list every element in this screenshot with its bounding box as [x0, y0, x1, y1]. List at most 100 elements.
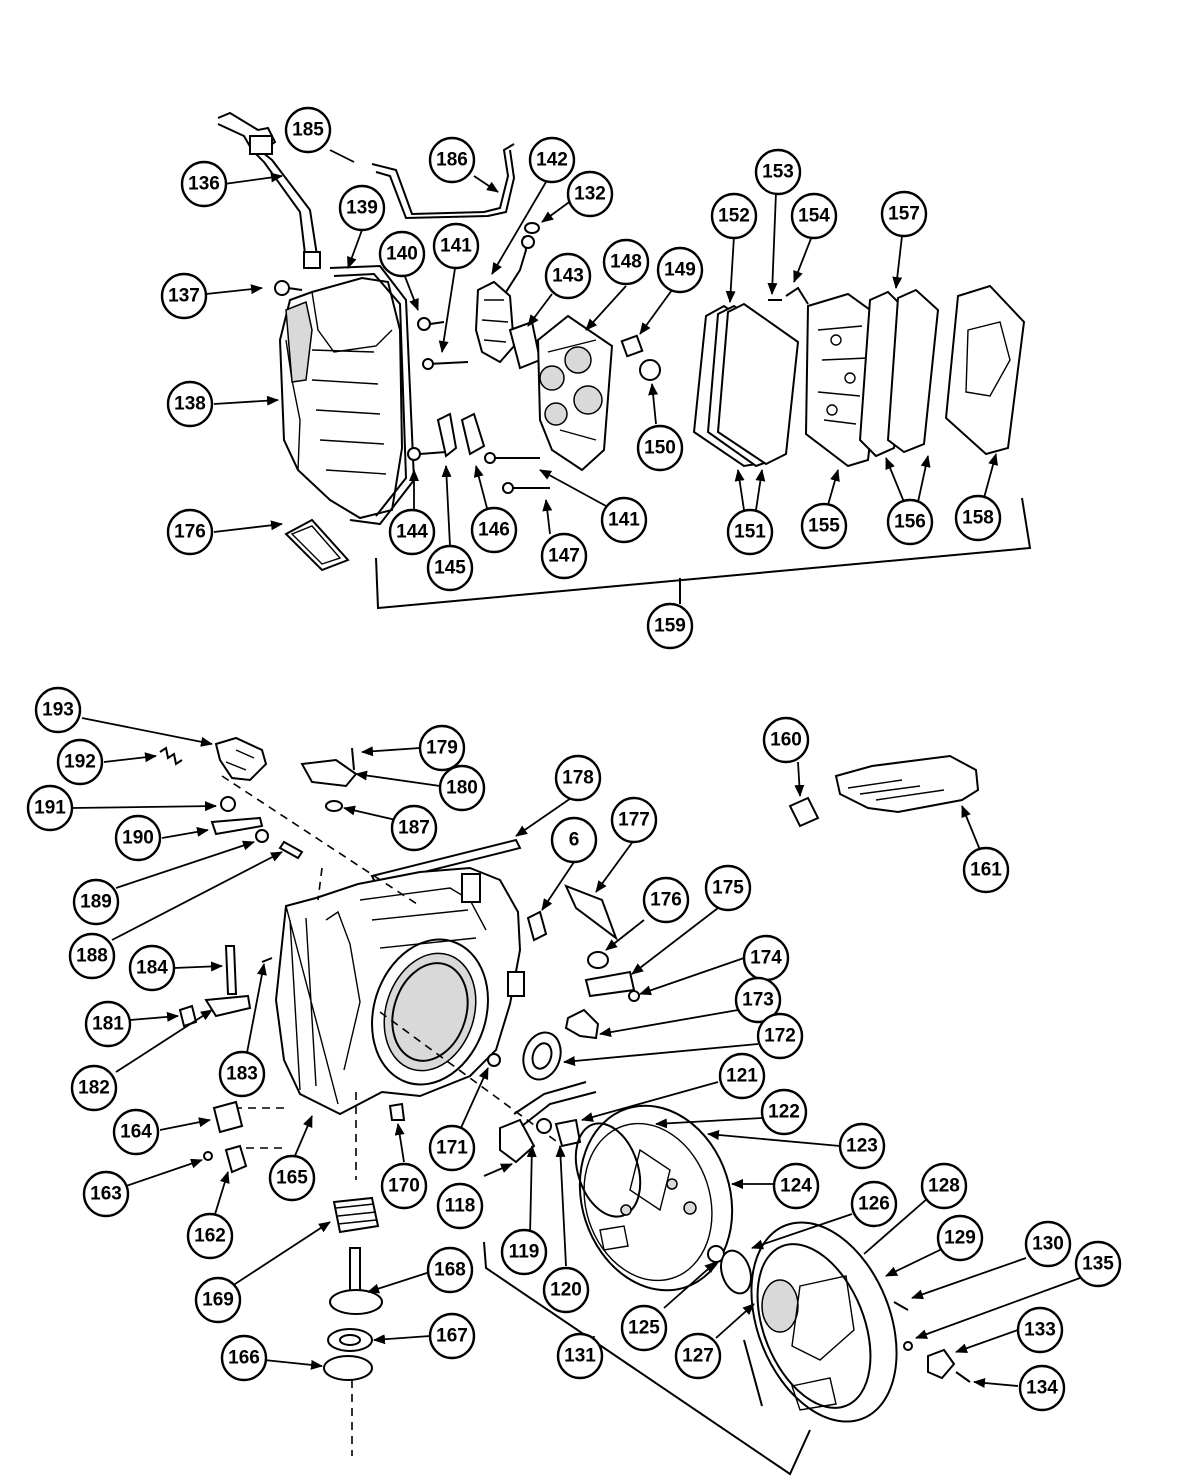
callout-148: 148 [602, 238, 650, 286]
svg-text:141: 141 [608, 510, 640, 531]
svg-text:176: 176 [174, 522, 206, 543]
nut-part [220, 796, 236, 812]
pan-bolt-part [274, 280, 303, 296]
clip-181-part [178, 1004, 198, 1028]
svg-text:157: 157 [888, 204, 920, 225]
sensor-seal-part [325, 800, 343, 812]
spring-183-part [261, 957, 273, 963]
callout-139: 139 [338, 184, 386, 232]
lever-part [210, 816, 264, 836]
svg-text:162: 162 [194, 1226, 226, 1247]
svg-text:183: 183 [226, 1064, 258, 1085]
svg-text:159: 159 [654, 616, 686, 637]
pump-housing-part [743, 1221, 898, 1423]
callout-156: 156 [886, 498, 934, 546]
screw-part [351, 747, 355, 771]
callout-180: 180 [438, 764, 486, 812]
callout-133: 133 [1016, 1306, 1064, 1354]
detent-bolt-part [768, 286, 809, 305]
svg-text:148: 148 [610, 252, 642, 273]
callout-185: 185 [284, 106, 332, 154]
svg-text:152: 152 [718, 206, 750, 227]
svg-text:189: 189 [80, 892, 112, 913]
svg-text:182: 182 [78, 1078, 110, 1099]
callout-170: 170 [380, 1162, 428, 1210]
svg-text:142: 142 [536, 150, 568, 171]
callout-160: 160 [762, 716, 810, 764]
svg-text:169: 169 [202, 1290, 234, 1311]
svg-text:173: 173 [742, 990, 774, 1011]
svg-text:155: 155 [808, 516, 840, 537]
svg-text:188: 188 [76, 946, 108, 967]
svg-text:146: 146 [478, 520, 510, 541]
ball-135-part [903, 1341, 913, 1351]
svg-text:120: 120 [550, 1280, 582, 1301]
filter-part [284, 518, 350, 572]
bracket-bolt-part [628, 990, 640, 1002]
callout-150: 150 [636, 424, 684, 472]
svg-text:156: 156 [894, 512, 926, 533]
callout-186: 186 [428, 136, 476, 184]
svg-text:121: 121 [726, 1066, 758, 1087]
svg-text:167: 167 [436, 1326, 468, 1347]
seal-ring-119-part [536, 1118, 552, 1134]
svg-text:135: 135 [1082, 1254, 1114, 1275]
shaft-part [224, 945, 238, 995]
accumulator-part [323, 1196, 383, 1456]
svg-text:185: 185 [292, 120, 324, 141]
svg-text:133: 133 [1024, 1320, 1056, 1341]
lower-assembly-drawings [159, 736, 980, 1476]
callout-167: 167 [428, 1312, 476, 1360]
callout-187: 187 [390, 804, 438, 852]
callout-184: 184 [128, 944, 176, 992]
callout-174: 174 [742, 934, 790, 982]
callout-178: 178 [554, 754, 602, 802]
callout-bubbles: 185 186 142 132 136 139 140 141 143 148 … [26, 106, 1122, 1412]
svg-text:6: 6 [569, 830, 580, 851]
callout-168: 168 [426, 1246, 474, 1294]
callout-146: 146 [470, 506, 518, 554]
svg-text:170: 170 [388, 1176, 420, 1197]
svg-text:131: 131 [564, 1346, 596, 1367]
svg-text:186: 186 [436, 150, 468, 171]
callout-152: 152 [710, 192, 758, 240]
svg-text:145: 145 [434, 558, 466, 579]
pin-part [278, 840, 304, 860]
oil-filter-161-part [834, 754, 980, 814]
callout-143: 143 [544, 252, 592, 300]
callout-173: 173 [734, 976, 782, 1024]
callout-161: 161 [962, 846, 1010, 894]
speed-sensor-part [564, 1008, 600, 1040]
callout-129: 129 [936, 1214, 984, 1262]
callout-119: 119 [500, 1228, 548, 1276]
callout-176a: 176 [166, 508, 214, 556]
svg-text:153: 153 [762, 162, 794, 183]
callout-127: 127 [674, 1332, 722, 1380]
callout-118: 118 [436, 1182, 484, 1230]
cover-gasket-part [564, 884, 619, 941]
callout-172: 172 [756, 1012, 804, 1060]
plug-171-part [487, 1053, 501, 1067]
bushing-120-part [554, 1118, 582, 1148]
svg-text:161: 161 [970, 860, 1002, 881]
oil-pan-part [278, 264, 416, 526]
svg-text:140: 140 [386, 244, 418, 265]
gear-126-part [720, 1249, 752, 1295]
callout-120: 120 [542, 1266, 590, 1314]
callout-142: 142 [528, 136, 576, 184]
callout-159: 159 [646, 602, 694, 650]
callout-179: 179 [418, 724, 466, 772]
callout-162: 162 [186, 1212, 234, 1260]
svg-text:180: 180 [446, 778, 478, 799]
callout-121: 121 [718, 1052, 766, 1100]
callout-169: 169 [194, 1276, 242, 1324]
callout-165: 165 [268, 1154, 316, 1202]
dipstick-tube-part [217, 111, 321, 269]
callout-128: 128 [920, 1162, 968, 1210]
callout-125: 125 [620, 1304, 668, 1352]
callout-149: 149 [656, 246, 704, 294]
svg-text:122: 122 [768, 1102, 800, 1123]
callout-123: 123 [838, 1122, 886, 1170]
callout-153: 153 [754, 148, 802, 196]
svg-text:130: 130 [1032, 1234, 1064, 1255]
